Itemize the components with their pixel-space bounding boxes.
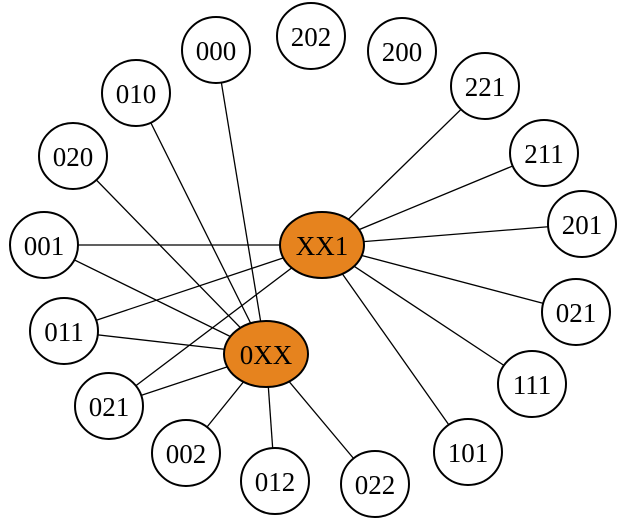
node-002: 002 <box>151 419 221 487</box>
node-label: 201 <box>562 210 603 240</box>
edge-0XX-000 <box>215 49 267 355</box>
node-shape <box>74 372 144 440</box>
node-shape <box>541 278 611 346</box>
node-012: 012 <box>240 447 310 515</box>
edge-XX1-201 <box>321 223 583 246</box>
node-label: 200 <box>382 37 423 67</box>
node-label: 0XX <box>240 340 293 370</box>
hub-node-0XX: 0XX <box>223 320 309 388</box>
hub-node-shape <box>279 211 365 279</box>
node-000: 000 <box>181 16 251 84</box>
edge-XX1-021r <box>321 244 577 313</box>
node-shape <box>29 297 99 365</box>
node-shape <box>240 447 310 515</box>
node-label: 101 <box>448 438 489 468</box>
node-011: 011 <box>29 297 99 365</box>
node-shape <box>547 190 617 258</box>
node-shape <box>509 119 579 187</box>
node-shape <box>433 418 503 486</box>
node-shape <box>181 16 251 84</box>
node-shape <box>276 2 346 70</box>
node-shape <box>340 450 410 518</box>
node-shape <box>38 122 108 190</box>
node-label: 000 <box>196 36 237 66</box>
edge-XX1-101 <box>321 244 469 453</box>
node-label: 002 <box>166 439 207 469</box>
edge-0XX-020 <box>72 155 267 355</box>
node-label: 012 <box>255 467 296 497</box>
node-021: 021 <box>74 372 144 440</box>
node-211: 211 <box>509 119 579 187</box>
node-021: 021 <box>541 278 611 346</box>
node-202: 202 <box>276 2 346 70</box>
node-label: 221 <box>465 72 506 102</box>
hub-node-XX1: XX1 <box>279 211 365 279</box>
node-200: 200 <box>367 17 437 85</box>
node-label: XX1 <box>296 231 349 261</box>
edge-0XX-010 <box>135 92 267 355</box>
node-label: 021 <box>556 298 597 328</box>
node-022: 022 <box>340 450 410 518</box>
edge-XX1-111 <box>321 244 533 385</box>
node-111: 111 <box>497 350 567 418</box>
node-shape <box>101 59 171 127</box>
edge-0XX-001 <box>43 244 267 355</box>
node-shape <box>450 52 520 120</box>
node-label: 202 <box>291 22 332 52</box>
node-label: 020 <box>53 142 94 172</box>
hub-node-shape <box>223 320 309 388</box>
node-label: 111 <box>513 370 552 400</box>
node-shape <box>151 419 221 487</box>
edge-XX1-011 <box>63 244 323 332</box>
node-label: 010 <box>116 79 157 109</box>
node-shape <box>367 17 437 85</box>
edge-XX1-221 <box>321 85 486 246</box>
nodes-layer: 202 000 200 010 221 020 211 001 201 011 021 021 111 0… <box>9 2 617 518</box>
node-010: 010 <box>101 59 171 127</box>
node-001: 001 <box>9 211 79 279</box>
node-label: 011 <box>44 317 84 347</box>
node-020: 020 <box>38 122 108 190</box>
node-201: 201 <box>547 190 617 258</box>
node-label: 211 <box>524 139 564 169</box>
node-label: 021 <box>89 392 130 422</box>
node-101: 101 <box>433 418 503 486</box>
node-shape <box>9 211 79 279</box>
node-shape <box>497 350 567 418</box>
edge-XX1-021l <box>108 244 323 407</box>
node-label: 022 <box>355 470 396 500</box>
node-label: 001 <box>24 231 65 261</box>
node-221: 221 <box>450 52 520 120</box>
